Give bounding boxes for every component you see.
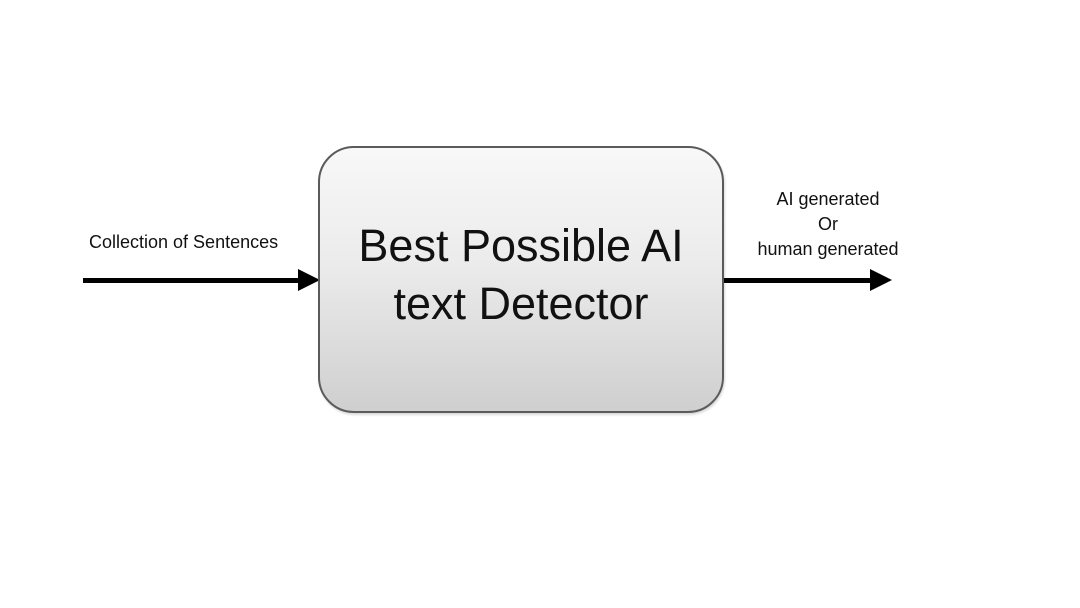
- output-arrow-shaft: [724, 278, 874, 283]
- detector-box-title-line1: Best Possible AI: [358, 219, 684, 271]
- input-label: Collection of Sentences: [89, 232, 279, 252]
- output-arrow-head: [870, 269, 892, 291]
- output-label-line1: AI generated: [776, 189, 880, 209]
- input-arrow-shaft: [83, 278, 301, 283]
- output-label-line2: Or: [818, 214, 838, 234]
- detector-box-title: Best Possible AI text Detector: [331, 217, 711, 333]
- input-arrow-head: [298, 269, 320, 291]
- detector-box-title-line2: text Detector: [393, 277, 649, 329]
- output-label: AI generated Or human generated: [738, 187, 918, 262]
- detector-box: Best Possible AI text Detector: [318, 146, 724, 413]
- output-label-line3: human generated: [757, 239, 899, 259]
